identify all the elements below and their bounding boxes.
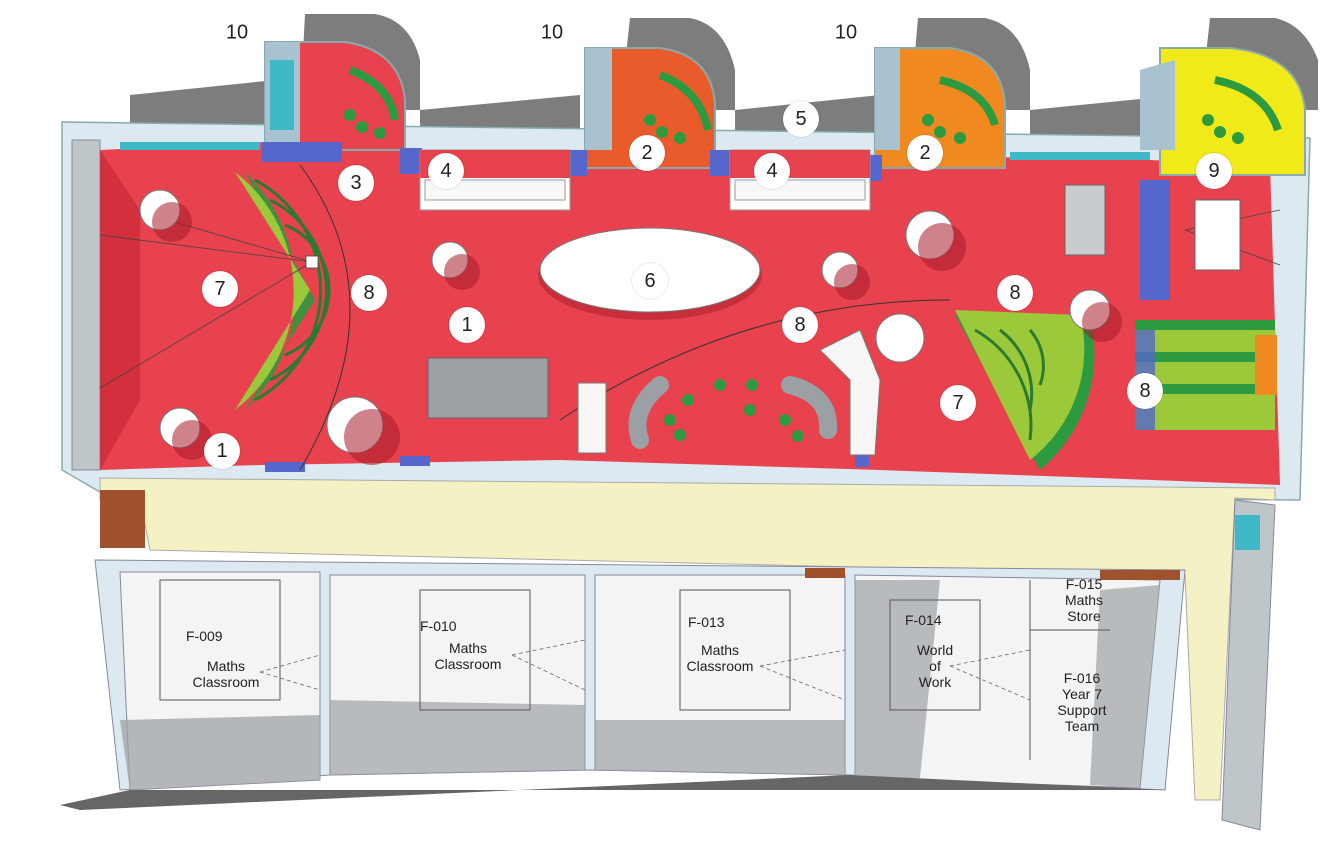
zone-marker-1: 1 xyxy=(449,307,485,343)
room-f010-name: Maths Classroom xyxy=(428,640,508,672)
floor-arc-left xyxy=(299,164,351,471)
room-code: F-010 xyxy=(420,618,457,634)
zone-marker-7: 7 xyxy=(202,271,238,307)
workbench-area-2 xyxy=(729,149,871,211)
room-f013-name: Maths Classroom xyxy=(680,642,760,674)
zone-marker-8: 8 xyxy=(351,275,387,311)
zone-marker-7: 7 xyxy=(940,385,976,421)
room-f014-name: World of Work xyxy=(910,642,960,690)
zone-marker-3: 3 xyxy=(338,165,374,201)
partition-screen-1 xyxy=(577,382,607,454)
room-code: F-016 xyxy=(1063,670,1101,686)
left-floor-shade xyxy=(100,150,140,470)
room-code: F-009 xyxy=(186,628,223,644)
zone-marker-8: 8 xyxy=(782,307,818,343)
door-left xyxy=(100,490,145,548)
room-code: F-013 xyxy=(688,614,725,630)
zone-marker-4: 4 xyxy=(754,153,790,189)
blue-panels xyxy=(262,142,1170,472)
right-window xyxy=(1235,515,1260,550)
room-f015-label: F-015 Maths Store xyxy=(1054,576,1114,624)
zone-marker-8: 8 xyxy=(1127,373,1163,409)
floor-arc-middle xyxy=(559,299,951,421)
room-f013-label: F-013 xyxy=(688,614,725,630)
zone-marker-2: 2 xyxy=(907,135,943,171)
room-f009-name: Maths Classroom xyxy=(186,658,266,690)
pod-label-10: 10 xyxy=(540,21,564,44)
zone-marker-1: 1 xyxy=(204,433,240,469)
room-f016-label: F-016 Year 7 Support Team xyxy=(1052,670,1112,734)
rect-table-center xyxy=(427,357,549,419)
table-shadows xyxy=(152,202,1122,465)
rect-table-pod xyxy=(1194,199,1241,271)
lower-classrooms xyxy=(60,559,1186,810)
room-name-line: of xyxy=(929,658,941,675)
room-name-line: Classroom xyxy=(192,674,260,691)
room-name-line: Year 7 xyxy=(1062,686,1102,703)
room-name-line: Maths xyxy=(448,640,488,656)
room-f014-label: F-014 xyxy=(905,612,942,628)
room-name-line: Work xyxy=(918,674,952,691)
pod-4 xyxy=(1140,47,1306,176)
zone-marker-5: 5 xyxy=(783,101,819,137)
room-code: F-015 xyxy=(1065,576,1103,592)
zone-marker-6: 6 xyxy=(632,263,668,299)
pod-label-10: 10 xyxy=(225,21,249,44)
zone-marker-8: 8 xyxy=(997,275,1033,311)
stepped-seating-right xyxy=(1135,320,1277,430)
room-name-line: Support xyxy=(1057,702,1107,719)
room-code: F-014 xyxy=(905,612,942,628)
room-name-line: Maths xyxy=(206,658,246,674)
partition-screen-2 xyxy=(819,329,881,456)
room-name-line: World xyxy=(916,642,954,658)
curved-benches xyxy=(628,376,838,449)
tiered-seating-left xyxy=(235,172,331,410)
zone-marker-9: 9 xyxy=(1196,153,1232,189)
pod-2 xyxy=(584,47,716,169)
room-f010-label: F-010 xyxy=(420,618,457,634)
room-name-line: Maths xyxy=(1064,592,1104,609)
rect-table-right xyxy=(1064,184,1106,256)
room-f009-label: F-009 xyxy=(186,628,223,644)
room-name-line: Maths xyxy=(700,642,740,658)
pod-1 xyxy=(264,41,406,151)
zone-marker-4: 4 xyxy=(428,153,464,189)
zone-marker-2: 2 xyxy=(629,135,665,171)
room-name-line: Store xyxy=(1067,608,1101,625)
pod-3 xyxy=(874,47,1006,169)
right-wall-column xyxy=(1221,499,1276,831)
left-end-wall xyxy=(71,139,101,471)
pod-label-10: 10 xyxy=(834,21,858,44)
room-name-line: Team xyxy=(1064,718,1100,735)
room-name-line: Classroom xyxy=(434,656,502,673)
room-name-line: Classroom xyxy=(686,658,754,675)
tiered-seating-right xyxy=(955,310,1095,470)
